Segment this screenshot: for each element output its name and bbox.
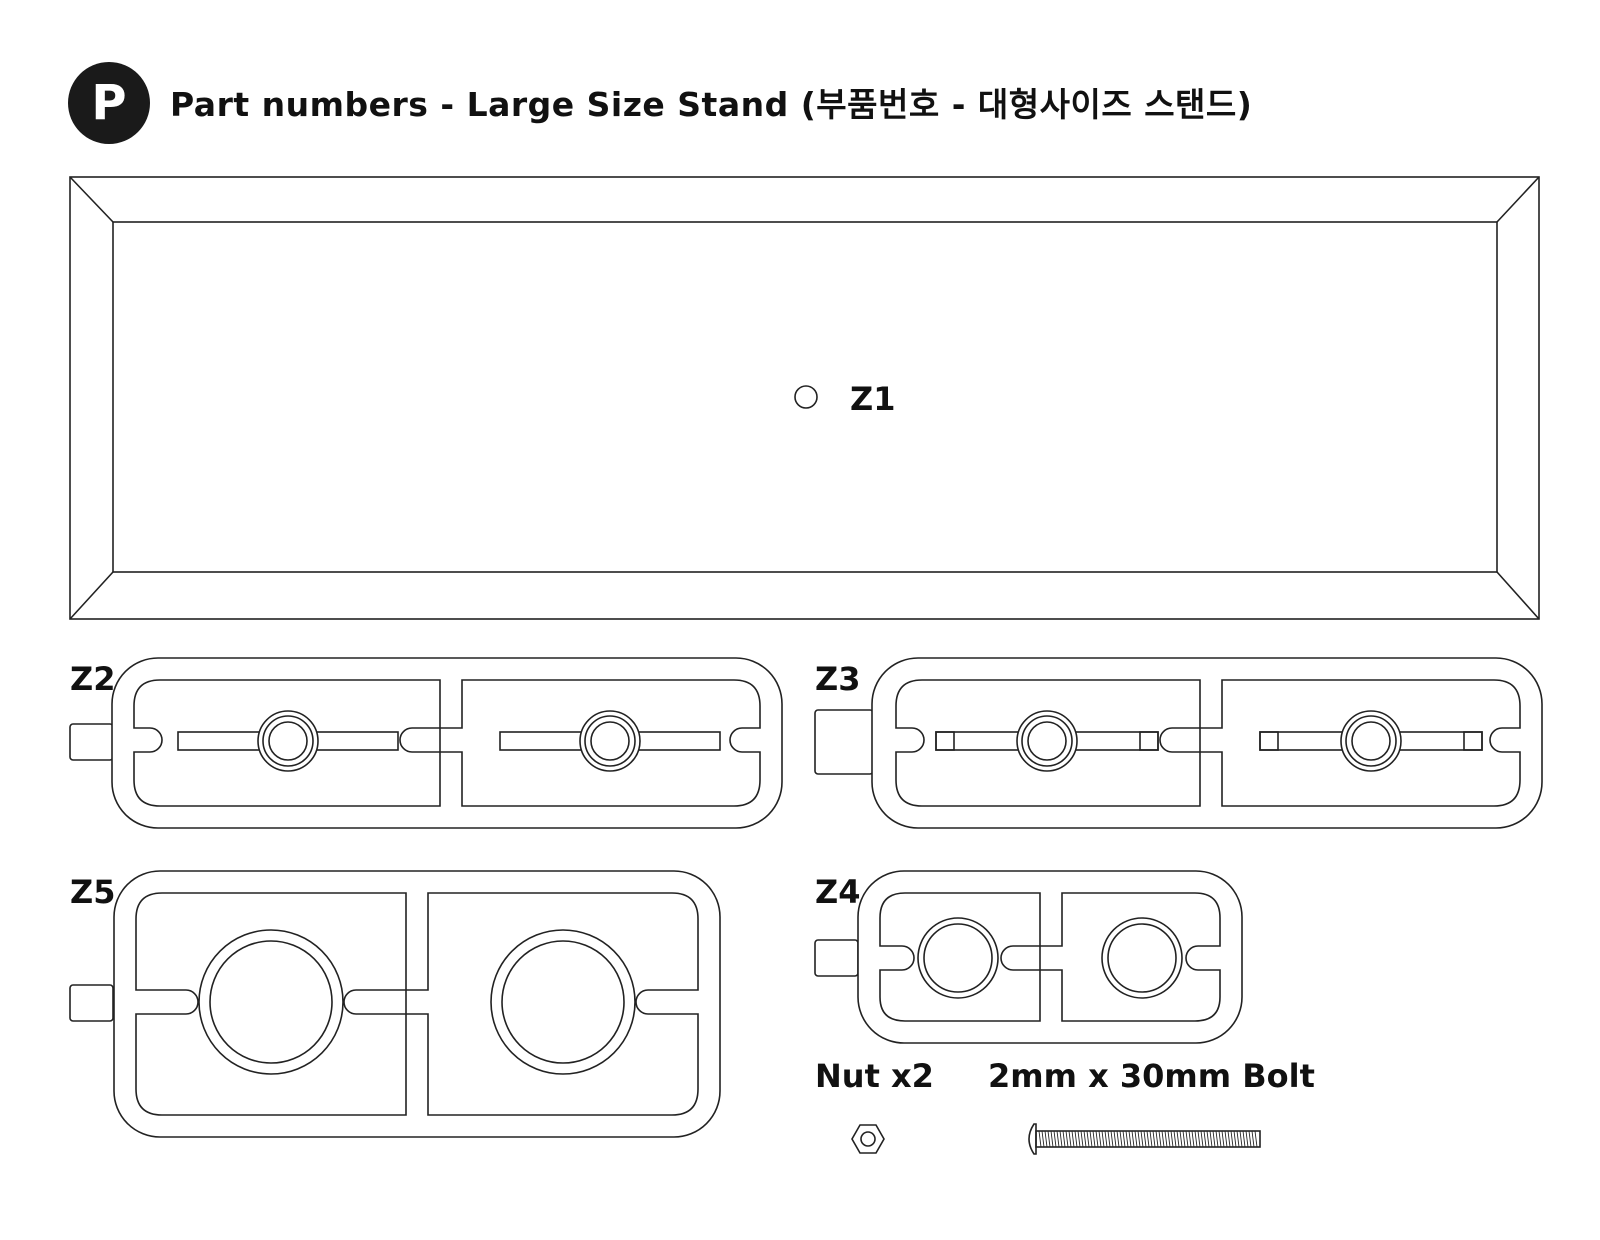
part-z3-frame <box>814 657 1543 829</box>
part-z5-frame <box>69 870 721 1138</box>
label-bolt: 2mm x 30mm Bolt <box>988 1057 1315 1095</box>
bolt-icon <box>1028 1123 1261 1155</box>
page-title: Part numbers - Large Size Stand (부품번호 - … <box>170 85 1253 124</box>
part-z4-frame <box>814 870 1243 1044</box>
label-z5: Z5 <box>70 873 116 911</box>
label-z4: Z4 <box>815 873 861 911</box>
z1-marker-circle <box>794 385 818 409</box>
part-z2-frame <box>69 657 783 829</box>
label-z2: Z2 <box>70 660 116 698</box>
label-nut: Nut x2 <box>815 1057 934 1095</box>
label-z1: Z1 <box>850 380 896 418</box>
section-badge: P <box>68 62 150 144</box>
nut-icon <box>851 1124 885 1154</box>
part-z1-base-tray <box>69 176 1540 620</box>
label-z3: Z3 <box>815 660 861 698</box>
